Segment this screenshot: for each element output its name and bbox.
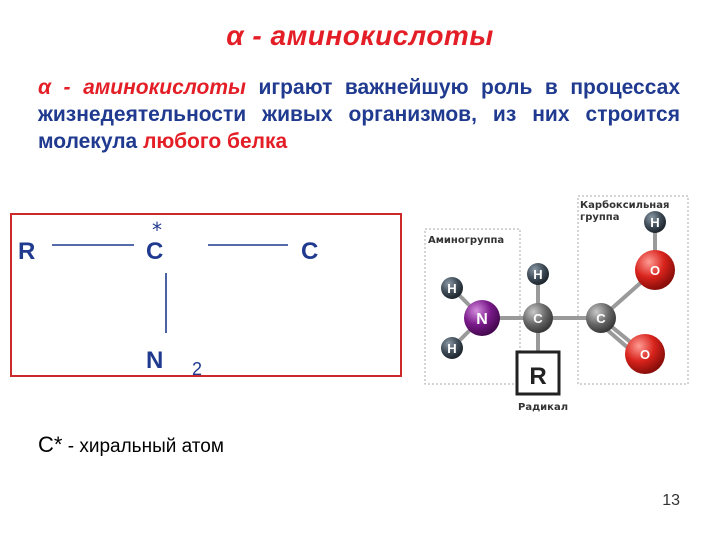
svg-text:C: C (596, 311, 606, 326)
atom-n: N (146, 347, 163, 374)
atom-r: R (18, 238, 35, 265)
chiral-star: * (152, 218, 162, 242)
amino-group-frame (424, 228, 521, 385)
carboxyl-group-frame (577, 195, 689, 385)
oxygen-carbonyl-atom: O (625, 334, 665, 374)
radical-r: R (529, 363, 546, 390)
svg-text:H: H (447, 281, 456, 296)
hydrogen-carboxyl-atom: H (644, 211, 666, 233)
svg-text:C: C (533, 311, 543, 326)
hydrogen-alpha-atom: H (527, 263, 549, 285)
svg-text:H: H (650, 215, 659, 230)
amino-group-label: Аминогруппа (428, 235, 504, 246)
footnote-text: - хиральный атом (62, 436, 224, 457)
radical-box (515, 350, 561, 396)
svg-text:O: O (640, 347, 650, 362)
intro-paragraph: α - аминокислоты играют важнейшую роль в… (38, 74, 680, 155)
oxygen-hydroxyl-atom: O (635, 250, 675, 290)
svg-text:O: O (650, 263, 660, 278)
atom-c-alpha: C (146, 238, 163, 265)
svg-text:H: H (533, 267, 542, 282)
amino-acid-model: Аминогруппа Карбоксильная группа Радикал… (424, 195, 689, 413)
hydrogen-bottom-left-atom: H (441, 337, 463, 359)
radical-label: Радикал (518, 402, 568, 413)
chiral-footnote: C* - хиральный атом (38, 432, 224, 458)
carbon-alpha-atom: C (523, 303, 553, 333)
page-number: 13 (662, 492, 680, 509)
svg-text:H: H (447, 341, 456, 356)
alpha-term: α - аминокислоты (38, 76, 246, 99)
nitrogen-atom: N (464, 300, 500, 336)
structural-formula: R C * C N 2 (18, 218, 318, 379)
structural-formula-box: R C * C N 2 (10, 213, 402, 379)
carboxyl-group-label-line1: Карбоксильная (580, 199, 669, 211)
paragraph-body: играют важнейшую роль в процессах жизнед… (38, 76, 680, 153)
hydrogen-top-left-atom: H (441, 277, 463, 299)
highlight-term: любого белка (143, 130, 288, 153)
footnote-symbol: C* (38, 432, 63, 457)
carbon-carboxyl-atom: C (586, 303, 616, 333)
slide-title: α - аминокислоты (226, 20, 494, 51)
atom-c-carboxyl: C (301, 238, 318, 265)
svg-text:N: N (476, 311, 488, 328)
carboxyl-group-label-line2: группа (580, 212, 619, 223)
subscript-2: 2 (192, 359, 202, 379)
